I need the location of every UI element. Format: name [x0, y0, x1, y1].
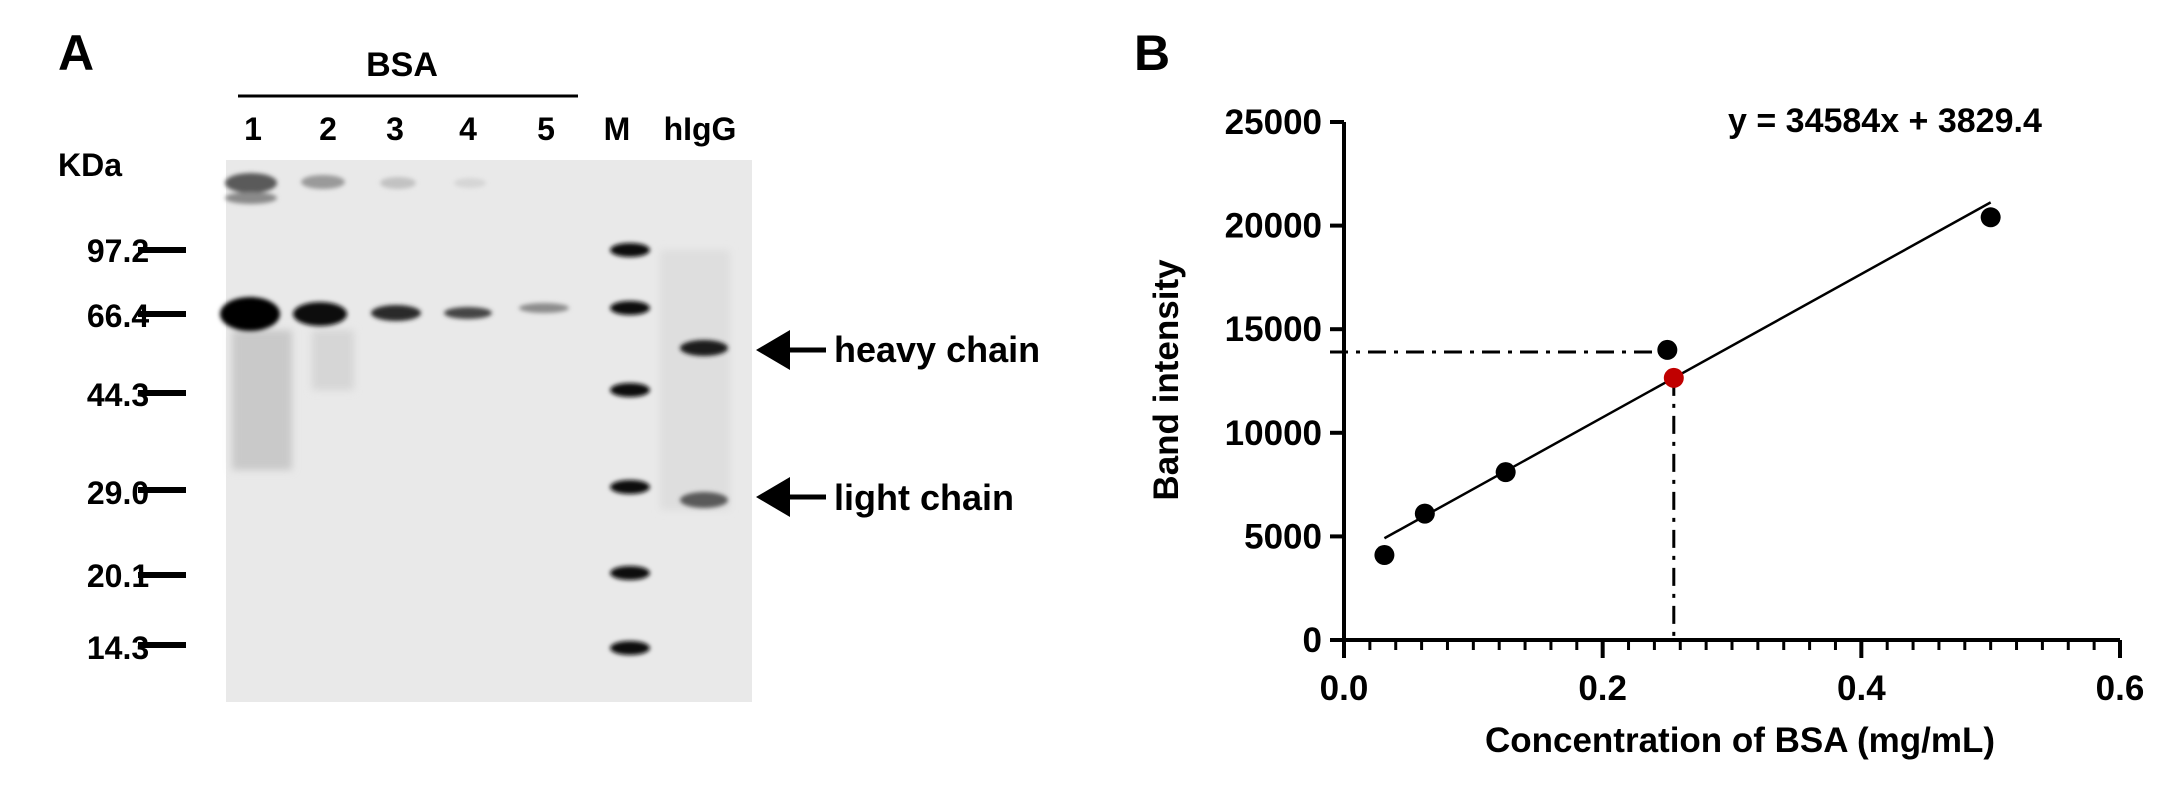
- gel-band: [610, 641, 650, 655]
- lane-label: 5: [537, 111, 555, 147]
- gel-band: [444, 307, 492, 319]
- data-point: [1657, 339, 1678, 360]
- y-tick-label: 20000: [1225, 207, 1322, 246]
- kda-unit-label: KDa: [58, 147, 122, 183]
- gel-band: [610, 301, 650, 315]
- arrow-left-icon: [756, 477, 790, 517]
- gel-band: [680, 492, 728, 508]
- y-tick-label: 0: [1303, 621, 1322, 660]
- gel-band: [220, 297, 280, 331]
- x-tick-label: 0.0: [1320, 669, 1369, 708]
- panel-a-label: A: [58, 25, 94, 81]
- fit-equation: y = 34584x + 3829.4: [1728, 102, 2042, 140]
- x-axis-label: Concentration of BSA (mg/mL): [1485, 721, 1995, 760]
- x-tick-label: 0.4: [1837, 669, 1886, 708]
- light-chain-arrow: [756, 477, 826, 517]
- lane-labels: 1 2 3 4 5 M hIgG: [244, 111, 736, 147]
- gel-band: [454, 178, 486, 188]
- gel-band: [371, 305, 421, 321]
- fit-line: [1383, 201, 1992, 540]
- gel-band: [610, 480, 650, 494]
- panel-b-label: B: [1134, 25, 1170, 81]
- heavy-chain-label: heavy chain: [834, 329, 1040, 370]
- marker-ticks: [138, 247, 186, 648]
- light-chain-label: light chain: [834, 477, 1014, 518]
- y-tick-label: 15000: [1225, 310, 1322, 349]
- lane-label: hIgG: [664, 111, 737, 147]
- y-tick-label: 25000: [1225, 103, 1322, 142]
- scatter-plot: 0.0 0.2 0.4 0.6 0 5000 10000 15000 20000 25000: [1225, 103, 2145, 708]
- y-tick-label: 10000: [1225, 414, 1322, 453]
- data-point: [1414, 503, 1435, 524]
- gel-smears: [232, 250, 730, 510]
- gel-band: [225, 173, 277, 193]
- gel-band: [301, 175, 345, 189]
- gel-band: [680, 340, 728, 356]
- gel-band: [610, 566, 650, 580]
- y-axis-label: Band intensity: [1147, 259, 1186, 501]
- gel-image: [220, 160, 752, 702]
- gel-bands: [220, 173, 728, 655]
- gel-band: [519, 303, 569, 313]
- gel-band: [293, 302, 347, 326]
- y-tick-label: 5000: [1244, 517, 1322, 556]
- sample-point: [1663, 367, 1684, 388]
- x-tick-label: 0.2: [1578, 669, 1627, 708]
- lane-label: 1: [244, 111, 262, 147]
- gel-band: [610, 383, 650, 397]
- gel-band: [225, 192, 277, 204]
- lane-label: 2: [319, 111, 337, 147]
- data-point: [1374, 545, 1395, 566]
- gel-band: [610, 243, 650, 257]
- data-point: [1980, 207, 2001, 228]
- lane-label: M: [604, 111, 631, 147]
- x-tick-label: 0.6: [2096, 669, 2145, 708]
- heavy-chain-arrow: [756, 330, 826, 370]
- marker-labels: 97.2 66.4 44.3 29.0 20.1 14.3: [87, 233, 149, 666]
- bsa-group-label: BSA: [366, 46, 438, 84]
- lane-label: 4: [459, 111, 477, 147]
- lane-label: 3: [386, 111, 404, 147]
- arrow-left-icon: [756, 330, 790, 370]
- gel-band: [380, 177, 416, 189]
- data-point: [1495, 462, 1516, 483]
